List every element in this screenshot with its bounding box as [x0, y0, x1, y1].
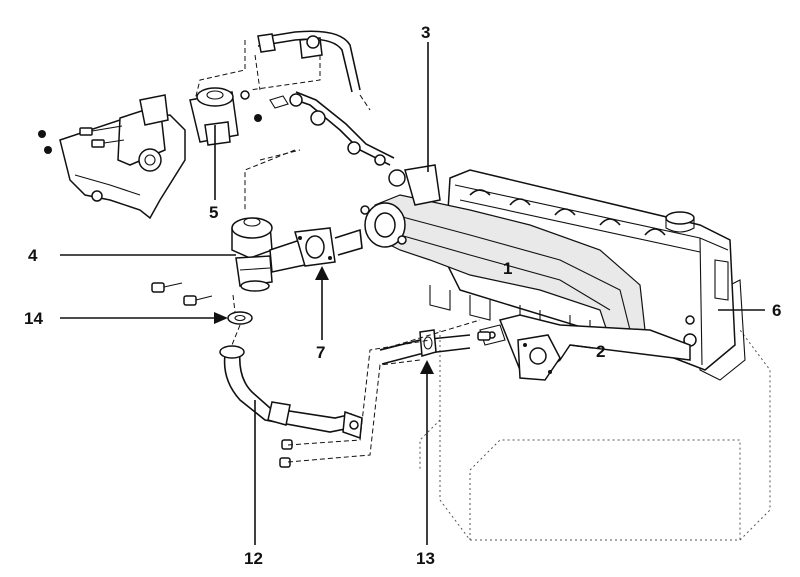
oil-filler-cap [665, 211, 695, 225]
arrow-13 [420, 360, 434, 374]
leader-lines [60, 42, 765, 545]
exhaust-manifold [479, 314, 691, 381]
callout-6: 6 [772, 301, 781, 320]
bolts [151, 282, 491, 468]
callout-2: 2 [596, 342, 605, 361]
gasket-13 [419, 329, 437, 357]
throttle-body [404, 164, 441, 206]
vacuum-hoses [257, 30, 395, 166]
callout-12: 12 [244, 549, 263, 568]
callout-labels: 1 2 3 4 5 6 7 12 13 14 [24, 23, 781, 568]
callout-7: 7 [316, 343, 325, 362]
vacuum-bracket-assembly [38, 87, 262, 220]
routing-lines [194, 40, 481, 463]
arrow-7 [315, 266, 329, 280]
callout-4: 4 [28, 246, 38, 265]
gasket-14 [227, 311, 253, 325]
intake-manifold [360, 164, 646, 346]
callout-3: 3 [421, 23, 430, 42]
pipe-clamp [267, 401, 291, 426]
egr-valve [231, 217, 363, 292]
callout-1: 1 [503, 259, 512, 278]
callout-14: 14 [24, 309, 43, 328]
arrow-14 [214, 312, 228, 324]
egr-pipe [219, 334, 471, 440]
callout-13: 13 [416, 549, 435, 568]
gaskets [227, 311, 437, 357]
callout-5: 5 [209, 203, 218, 222]
